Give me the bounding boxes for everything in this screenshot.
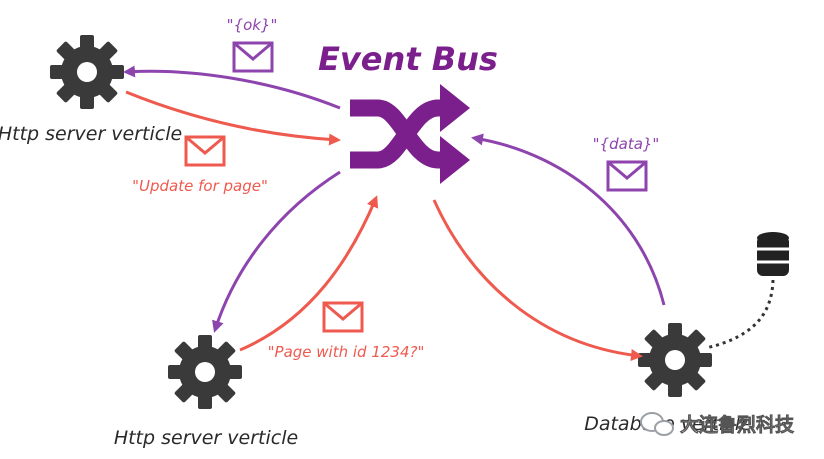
database-icon xyxy=(757,232,789,276)
envelope-icon-update xyxy=(184,135,226,167)
gear-icon-http-bottom xyxy=(168,335,242,409)
node-label-http-bottom: Http server verticle xyxy=(114,427,298,449)
message-page-id: "Page with id 1234?" xyxy=(268,343,425,361)
arrow-database-to-bus xyxy=(471,133,666,306)
arrow-http-top-to-bus xyxy=(125,90,341,146)
event-bus-title: Event Bus xyxy=(318,40,498,78)
arrow-bus-to-http-bottom xyxy=(212,170,341,333)
arrow-bus-to-database xyxy=(432,199,643,361)
watermark: 大连鲁烈科技 xyxy=(640,412,795,436)
gear-icon-http-top xyxy=(50,35,125,109)
envelope-icon-data xyxy=(606,160,648,192)
node-label-http-top: Http server verticle xyxy=(0,123,182,145)
wechat-icon xyxy=(640,412,674,436)
watermark-text: 大连鲁烈科技 xyxy=(680,413,795,436)
arrow-bus-to-http-top xyxy=(123,65,341,110)
database-connector xyxy=(705,279,775,350)
message-update: "Update for page" xyxy=(132,177,268,195)
shuffle-icon xyxy=(350,84,470,184)
message-ok: "{ok}" xyxy=(227,16,278,34)
gear-icon-database xyxy=(638,323,712,397)
arrow-http-bottom-to-bus xyxy=(239,195,379,352)
envelope-icon-ok xyxy=(232,41,274,73)
envelope-icon-page-id xyxy=(322,301,364,333)
message-data: "{data}" xyxy=(593,135,660,153)
